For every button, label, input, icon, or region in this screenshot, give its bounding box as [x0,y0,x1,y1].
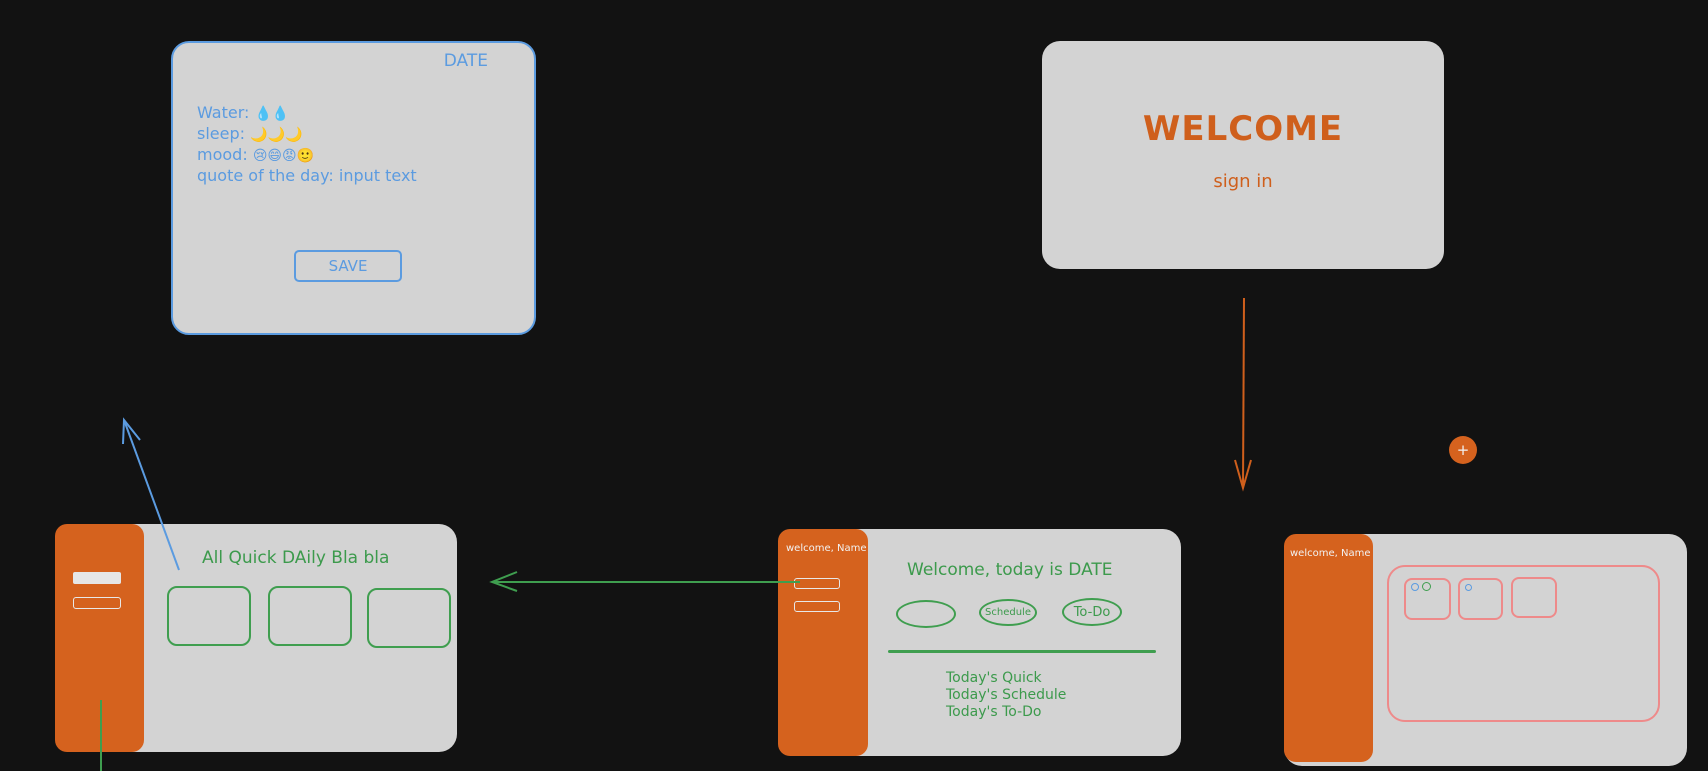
home-list: Today's Quick Today's Schedule Today's T… [946,670,1066,721]
tab-schedule-label: Schedule [985,607,1031,618]
welcome-title: WELCOME [1142,109,1344,149]
tab-schedule[interactable]: Schedule [979,599,1037,626]
sidebar-outline-bar[interactable] [73,597,121,609]
sleep-label: sleep: [197,124,246,143]
sidebar-filled-bar[interactable] [73,572,121,584]
home-sidebar-greeting: welcome, Name [786,543,867,554]
quick-title: All Quick DAily Bla bla [202,548,390,568]
tab-todo[interactable]: To-Do [1062,598,1122,626]
blue-dot-icon [1411,583,1419,591]
quick-box-1[interactable] [167,586,251,646]
blue-dot-icon [1465,584,1472,591]
mood-row: mood: 😢😄😡🙂 [197,145,314,164]
todo-slot-1[interactable] [1404,578,1451,620]
journal-date: DATE [443,51,488,71]
moon-icons[interactable]: 🌙🌙🌙 [250,127,303,143]
list-item-quick[interactable]: Today's Quick [946,670,1042,686]
sleep-row: sleep: 🌙🌙🌙 [197,124,302,143]
orange-down-arrow [1234,297,1252,492]
plus-icon: + [1456,441,1470,459]
water-row: Water: 💧💧 [197,103,289,122]
home-heading: Welcome, today is DATE [907,560,1113,580]
save-button[interactable]: SAVE [294,250,402,282]
home-sidebar-bar-2[interactable] [794,601,840,612]
water-drop-icons[interactable]: 💧💧 [254,106,290,122]
water-label: Water: [197,103,250,122]
quick-box-3[interactable] [367,588,451,648]
todo-sidebar [1284,534,1373,762]
home-sidebar [778,529,868,756]
journal-card: DATE Water: 💧💧 sleep: 🌙🌙🌙 mood: 😢😄😡🙂 quo… [171,41,536,335]
quote-row[interactable]: quote of the day: input text [197,166,417,185]
quick-screen-card: All Quick DAily Bla bla [55,524,457,752]
quick-sidebar [55,524,144,752]
plus-button[interactable]: + [1449,436,1477,464]
todo-slot-3[interactable] [1511,577,1557,618]
green-dot-icon [1422,582,1431,591]
todo-sidebar-greeting: welcome, Name [1290,548,1371,559]
sign-in-link[interactable]: sign in [1213,171,1273,192]
quick-box-2[interactable] [268,586,352,646]
tab-empty[interactable] [896,600,956,628]
home-screen-card: welcome, Name Welcome, today is DATE Sch… [778,529,1181,756]
list-item-schedule[interactable]: Today's Schedule [946,687,1067,703]
mood-label: mood: [197,145,248,164]
welcome-card: WELCOME sign in [1042,41,1444,269]
mood-face-icons[interactable]: 😢😄😡🙂 [252,148,315,164]
tab-todo-label: To-Do [1073,604,1111,620]
green-left-arrow [489,571,800,592]
todo-slot-2[interactable] [1458,578,1503,620]
todo-screen-card: welcome, Name [1284,534,1687,766]
list-item-todo[interactable]: Today's To-Do [946,704,1042,720]
home-sidebar-bar-1[interactable] [794,578,840,589]
home-divider [888,650,1156,653]
todo-board [1387,565,1660,722]
